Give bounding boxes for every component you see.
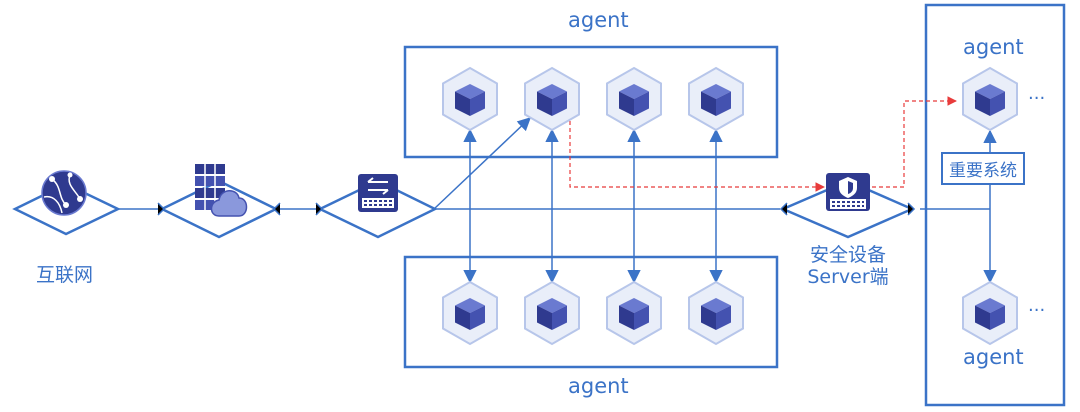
right-agent-group bbox=[924, 3, 1066, 407]
bottom-group-label: agent bbox=[568, 374, 629, 398]
right-bottom-label: agent bbox=[963, 345, 1024, 369]
red-dashed-path-1 bbox=[566, 117, 825, 192]
internet-label: 互联网 bbox=[36, 264, 94, 286]
top-agent-1 bbox=[442, 67, 498, 131]
bottom-agent-group bbox=[403, 255, 779, 369]
connector-marks bbox=[157, 202, 916, 216]
shield-server-icon bbox=[826, 173, 870, 211]
switch-icon bbox=[358, 174, 398, 212]
bottom-agent-1 bbox=[442, 281, 498, 345]
top-group-label: agent bbox=[568, 8, 629, 32]
right-top-label: agent bbox=[963, 35, 1024, 59]
top-agent-2 bbox=[524, 67, 580, 131]
right-agent-top bbox=[962, 67, 1018, 131]
security-device-label-line1: 安全设备 bbox=[809, 244, 886, 266]
security-device-label: 安全设备 Server端 bbox=[800, 244, 896, 288]
top-agent-4 bbox=[688, 67, 744, 131]
important-system-label: 重要系统 bbox=[941, 152, 1025, 185]
top-agent-3 bbox=[606, 67, 662, 131]
security-device-label-line2: Server端 bbox=[807, 266, 889, 288]
bottom-agent-4 bbox=[688, 281, 744, 345]
bottom-agent-3 bbox=[606, 281, 662, 345]
red-dashed-path-2 bbox=[872, 96, 957, 188]
bottom-agent-2 bbox=[524, 281, 580, 345]
firewall-cloud-icon bbox=[195, 164, 248, 217]
link-switch-top-agent bbox=[433, 117, 531, 210]
top-agent-group bbox=[403, 45, 779, 159]
right-top-ellipsis: ... bbox=[1028, 83, 1046, 104]
right-bottom-ellipsis: ... bbox=[1028, 295, 1046, 316]
right-agent-bottom bbox=[962, 281, 1018, 345]
globe-icon bbox=[41, 170, 87, 216]
